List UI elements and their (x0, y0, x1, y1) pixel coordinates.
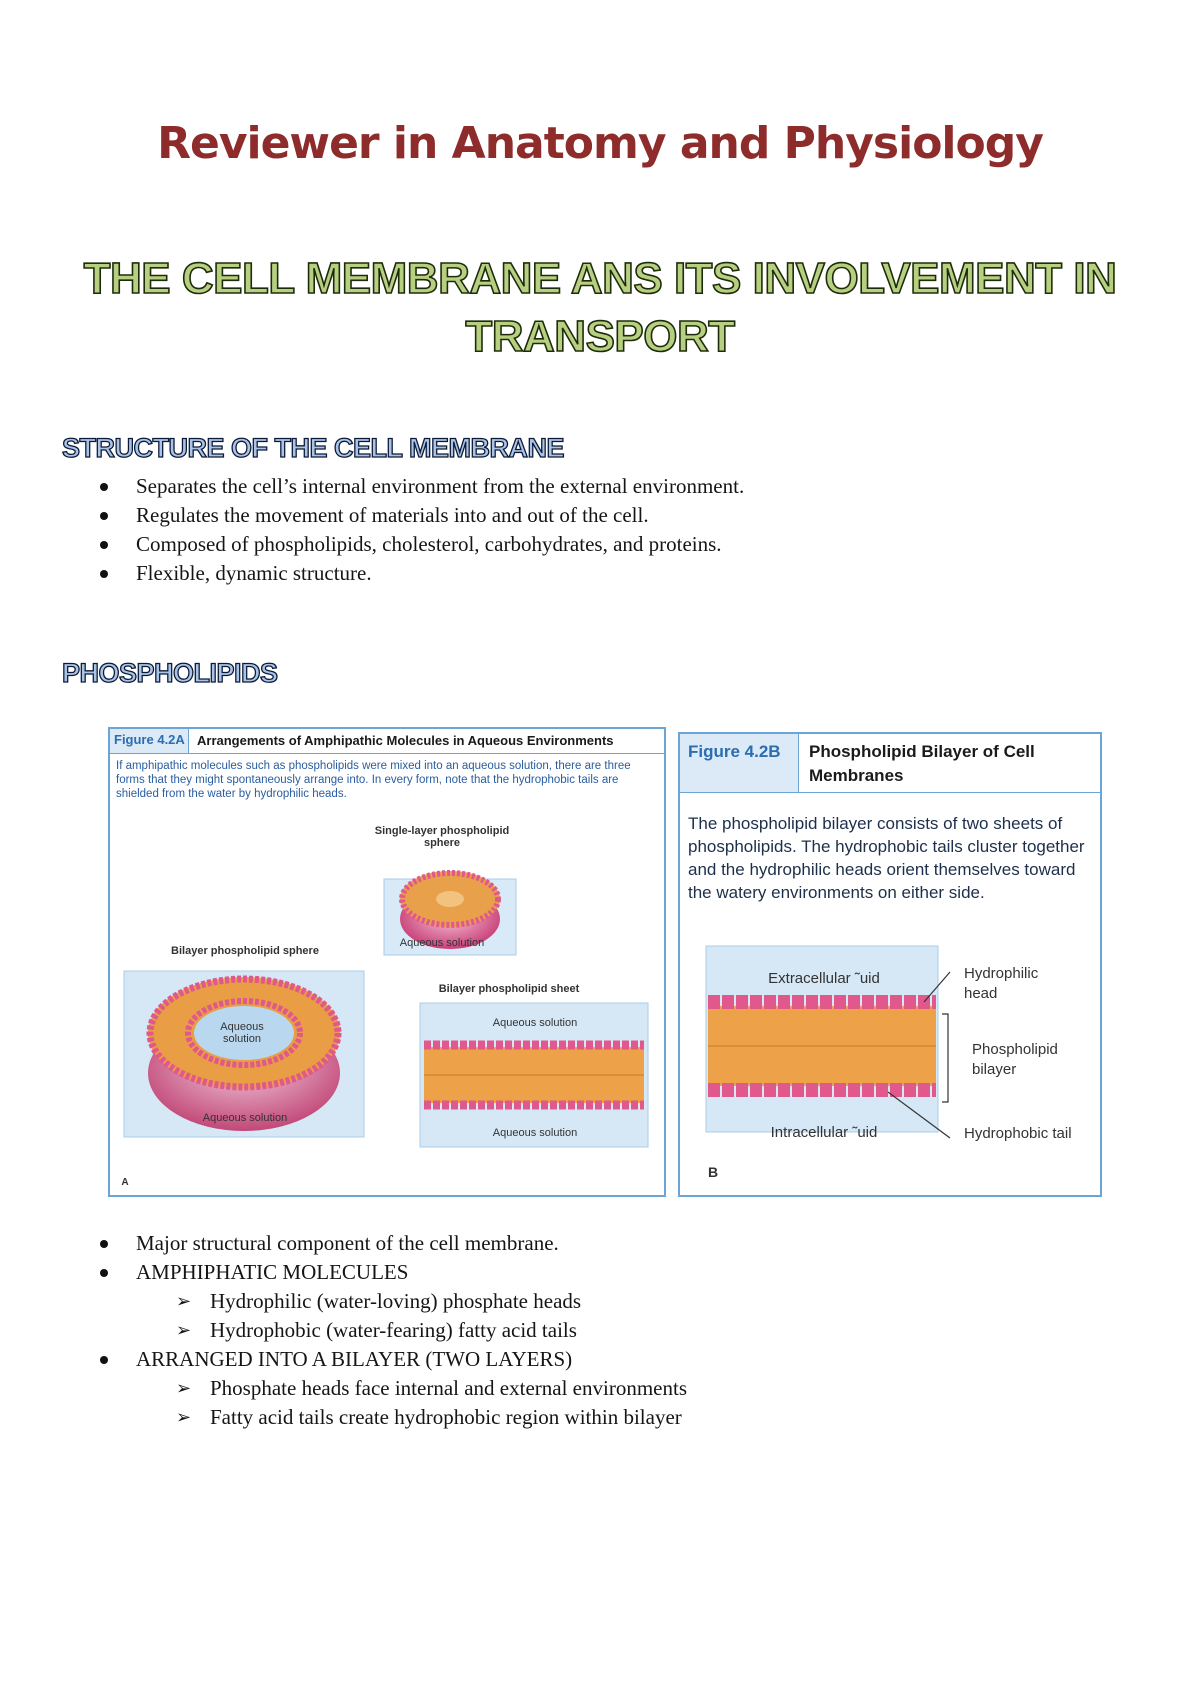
reviewer-title: Reviewer in Anatomy and Physiology (157, 118, 1044, 169)
bilayer-sphere-illustration (123, 970, 365, 1138)
list-item: Major structural component of the cell m… (96, 1229, 687, 1258)
figure-title: Arrangements of Amphipathic Molecules in… (188, 729, 664, 753)
list-item: ARRANGED INTO A BILAYER (TWO LAYERS) (96, 1345, 687, 1374)
sub-list-item: Phosphate heads face internal and extern… (96, 1374, 687, 1403)
list-item: Separates the cell’s internal environmen… (96, 472, 744, 501)
aqueous-label: Aqueous solution (202, 1112, 288, 1124)
sub-list-item: Fatty acid tails create hydrophobic regi… (96, 1403, 687, 1432)
sub-list-item: Hydrophilic (water-loving) phosphate hea… (96, 1287, 687, 1316)
hydrophobic-tail-label: Hydrophobic tail (964, 1125, 1072, 1142)
aqueous-label: Aqueous solution (492, 1127, 578, 1139)
figure-number: Figure 4.2B (688, 742, 781, 761)
aqueous-label: Aqueous solution (492, 1017, 578, 1029)
list-item: Regulates the movement of materials into… (96, 501, 744, 530)
bilayer-sphere-label: Bilayer phospholipid sphere (171, 945, 319, 957)
aqueous-inner-label: Aqueous solution (220, 1021, 264, 1045)
extracellular-label: Extracellular ˜uid (768, 970, 880, 987)
figure-4-2a: Figure 4.2A Arrangements of Amphipathic … (108, 727, 666, 1197)
main-title: THE CELL MEMBRANE ANS ITS INVOLVEMENT IN… (83, 253, 1118, 362)
single-layer-sphere-illustration (383, 870, 517, 956)
phospholipid-bilayer-label: Phospholipid bilayer (972, 1041, 1058, 1078)
phospholipids-heading: PHOSPHOLIPIDS (61, 657, 278, 688)
figure-header: Figure 4.2B Phospholipid Bilayer of Cell… (680, 734, 1100, 793)
figure-description: If amphipathic molecules such as phospho… (116, 760, 631, 800)
list-item: Flexible, dynamic structure. (96, 559, 744, 588)
list-item: AMPHIPHATIC MOLECULES (96, 1258, 687, 1287)
list-item: Composed of phospholipids, cholesterol, … (96, 530, 744, 559)
intracellular-label: Intracellular ˜uid (770, 1124, 878, 1141)
phospholipids-bullet-list: Major structural component of the cell m… (96, 1229, 687, 1432)
panel-letter: A (121, 1177, 129, 1188)
aqueous-label: Aqueous solution (399, 937, 485, 949)
figure-4-2b: Figure 4.2B Phospholipid Bilayer of Cell… (678, 732, 1102, 1197)
figure-title: Phospholipid Bilayer of Cell Membranes (798, 734, 1100, 792)
single-layer-label: Single-layer phospholipid sphere (374, 825, 510, 849)
figure-header: Figure 4.2A Arrangements of Amphipathic … (110, 729, 664, 754)
bilayer-sheet-illustration (419, 1002, 649, 1148)
figure-number: Figure 4.2A (114, 732, 185, 747)
panel-letter: B (707, 1164, 719, 1180)
bilayer-sheet-label: Bilayer phospholipid sheet (438, 983, 580, 995)
hydrophilic-head-label: Hydrophilic head (964, 965, 1039, 1002)
figure-description: The phospholipid bilayer consists of two… (688, 814, 1085, 902)
structure-bullet-list: Separates the cell’s internal environmen… (96, 472, 744, 588)
phospholipid-bilayer-illustration (705, 945, 939, 1133)
leader-lines (887, 971, 951, 1139)
structure-heading: STRUCTURE OF THE CELL MEMBRANE (61, 432, 565, 463)
sub-list-item: Hydrophobic (water-fearing) fatty acid t… (96, 1316, 687, 1345)
